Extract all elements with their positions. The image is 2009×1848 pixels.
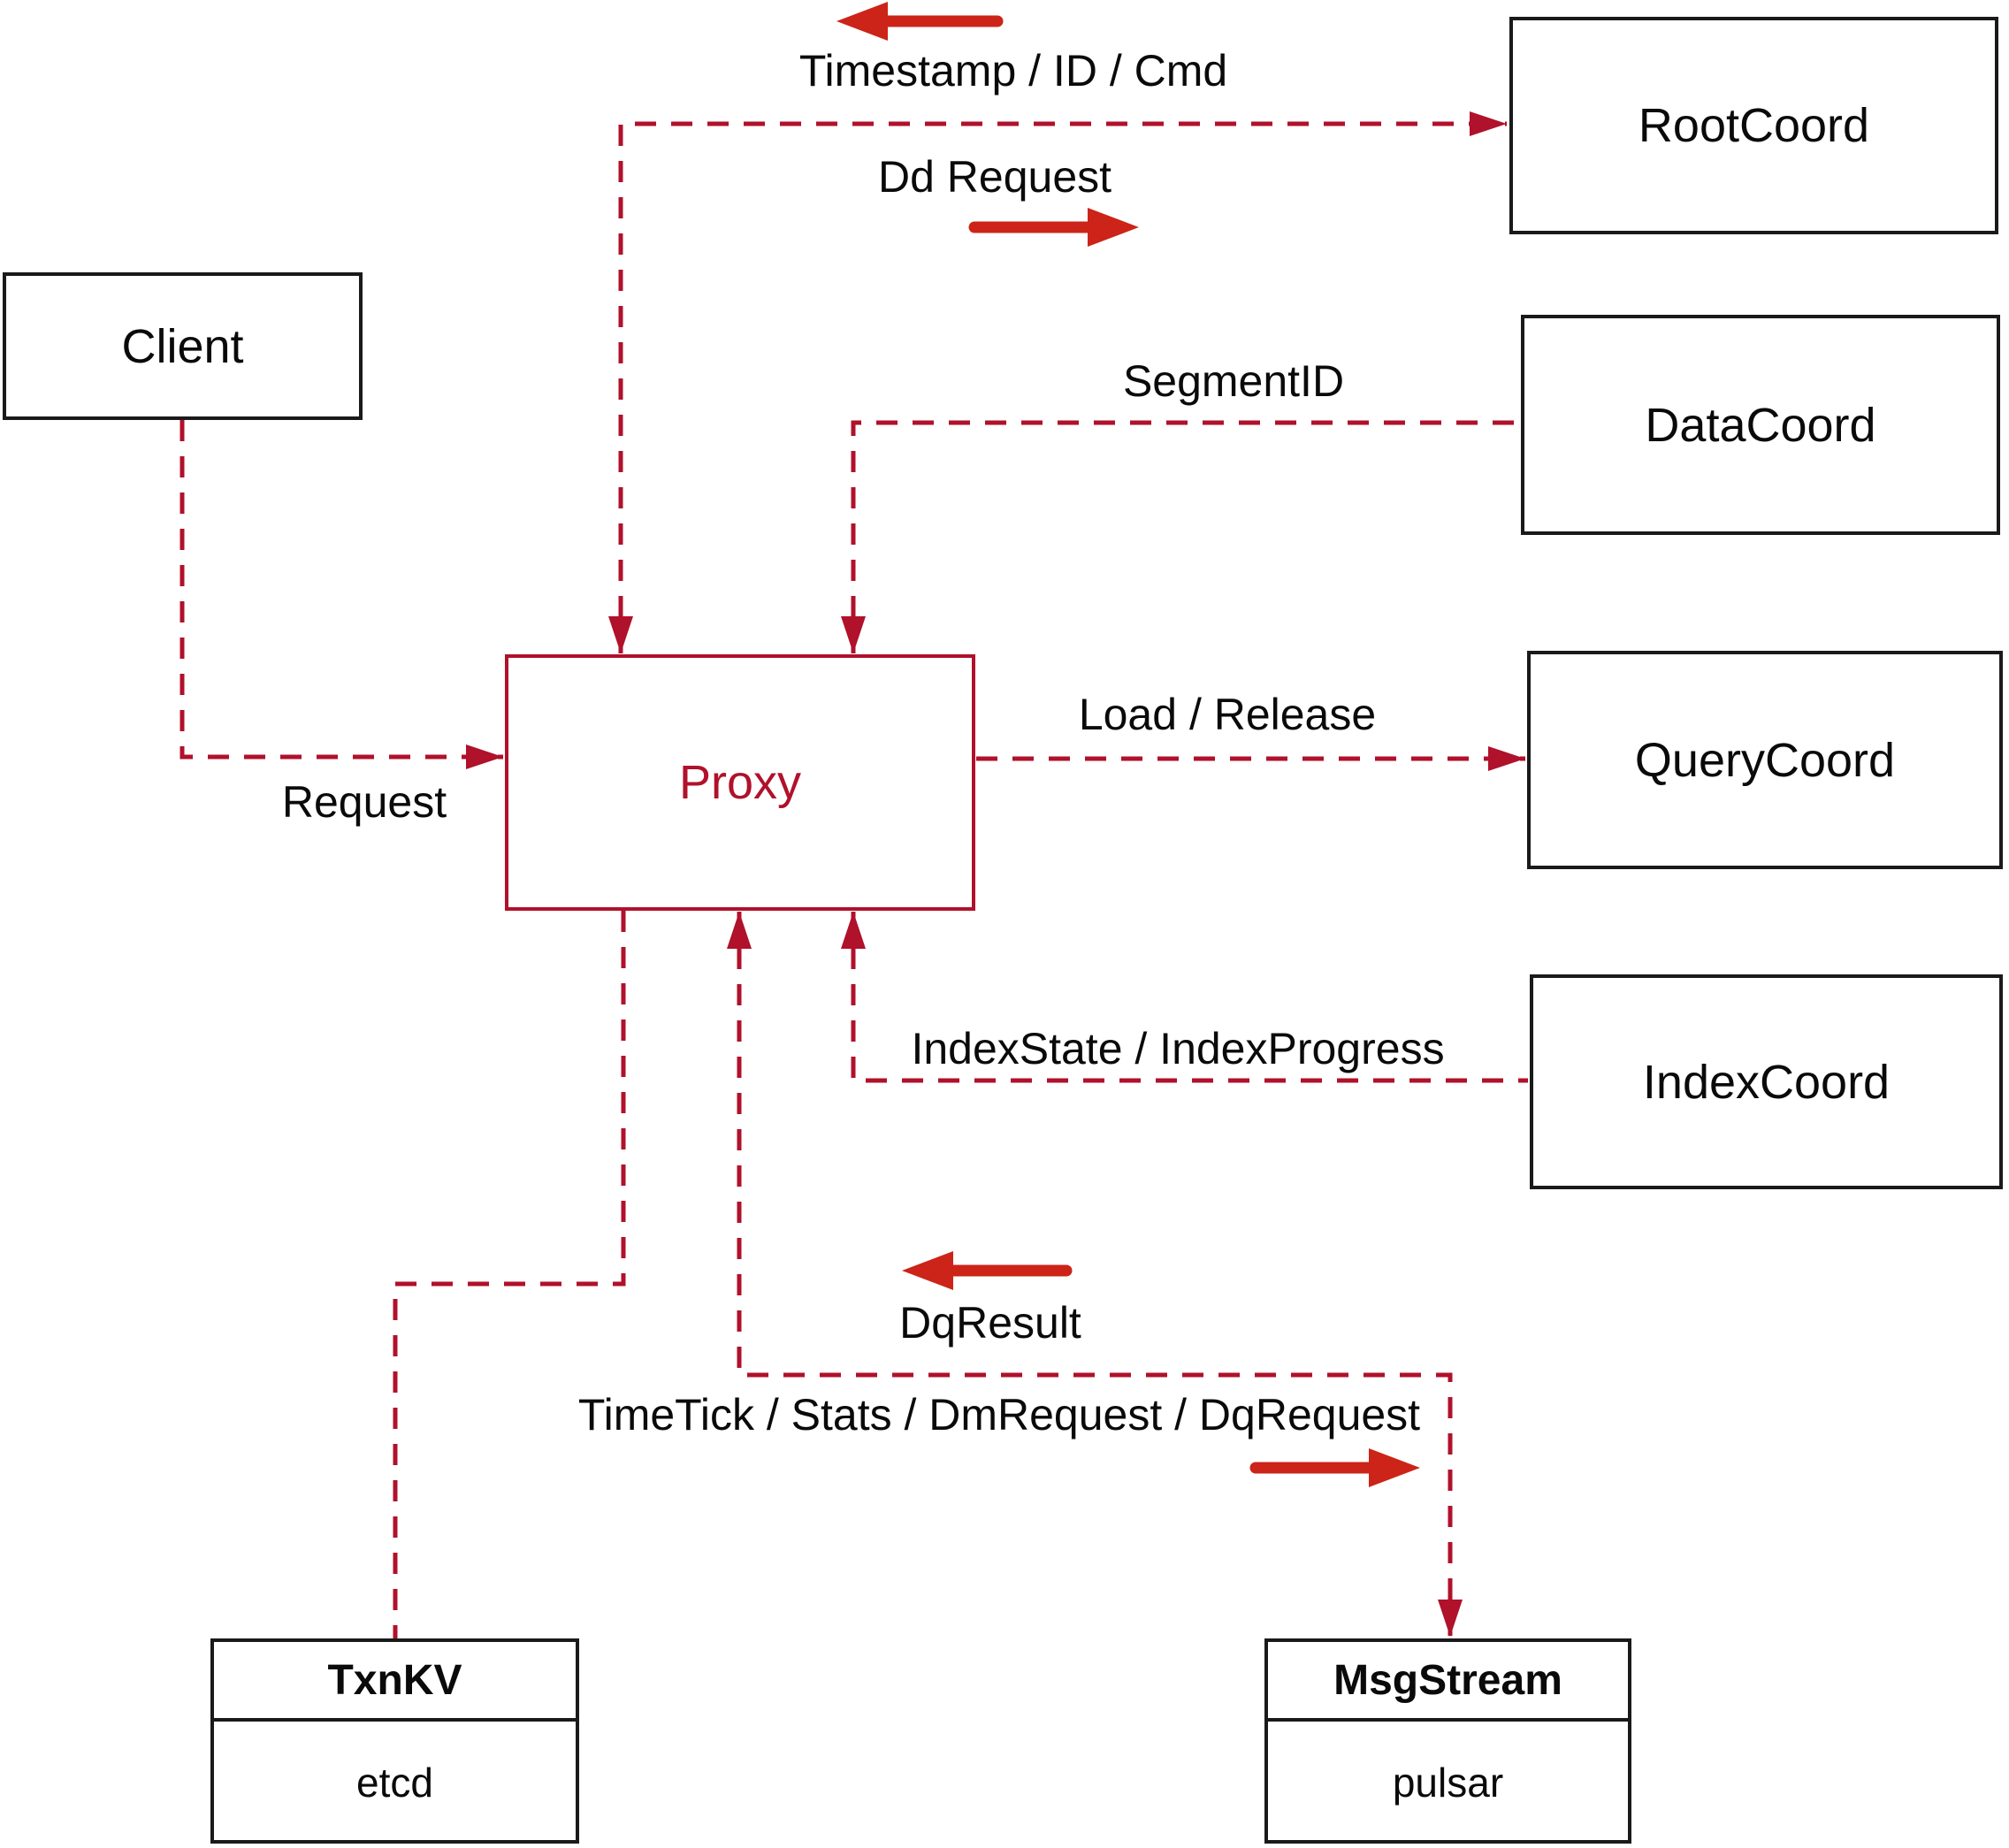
querycoord-label: QueryCoord <box>1634 733 1896 787</box>
client-label: Client <box>121 319 244 373</box>
edge-label-dd-request: Dd Request <box>877 152 1112 202</box>
datacoord-label: DataCoord <box>1645 398 1876 452</box>
edge-label-index-state: IndexState / IndexProgress <box>911 1024 1445 1073</box>
edge-label-segment-id: SegmentID <box>1122 356 1345 406</box>
indexcoord-node: IndexCoord <box>1530 974 2003 1189</box>
querycoord-node: QueryCoord <box>1527 651 2003 869</box>
edge-label-timetick: TimeTick / Stats / DmRequest / DqRequest <box>577 1390 1421 1439</box>
edge-client-proxy <box>180 420 503 769</box>
edge-label-request: Request <box>281 777 447 827</box>
proxy-label: Proxy <box>678 756 802 809</box>
edge-label-dq-result: DqResult <box>899 1298 1081 1348</box>
indexcoord-label: IndexCoord <box>1642 1055 1891 1109</box>
arrow-right-timetick-icon <box>1249 1448 1420 1487</box>
edge-label-timestamp: Timestamp / ID / Cmd <box>798 46 1228 95</box>
msgstream-title: MsgStream <box>1268 1642 1628 1722</box>
rootcoord-node: RootCoord <box>1509 17 1998 234</box>
txnkv-title: TxnKV <box>214 1642 576 1722</box>
msgstream-node: MsgStream pulsar <box>1264 1638 1631 1844</box>
client-node: Client <box>3 272 363 420</box>
edge-proxy-msgstream <box>727 912 1463 1637</box>
txnkv-subtitle: etcd <box>356 1760 433 1806</box>
arrow-left-timestamp-icon <box>836 2 1004 41</box>
datacoord-node: DataCoord <box>1521 315 2000 535</box>
arrow-right-dd-request-icon <box>968 208 1139 247</box>
edge-proxy-txnkv <box>393 911 626 1638</box>
txnkv-node: TxnKV etcd <box>210 1638 579 1844</box>
rootcoord-label: RootCoord <box>1638 99 1870 152</box>
arrow-left-dq-result-icon <box>902 1251 1073 1290</box>
msgstream-subtitle: pulsar <box>1392 1760 1504 1806</box>
proxy-node: Proxy <box>505 654 975 911</box>
edge-label-load-release: Load / Release <box>1078 690 1377 739</box>
edge-proxy-rootcoord <box>608 111 1507 653</box>
edge-datacoord-proxy <box>841 420 1519 653</box>
